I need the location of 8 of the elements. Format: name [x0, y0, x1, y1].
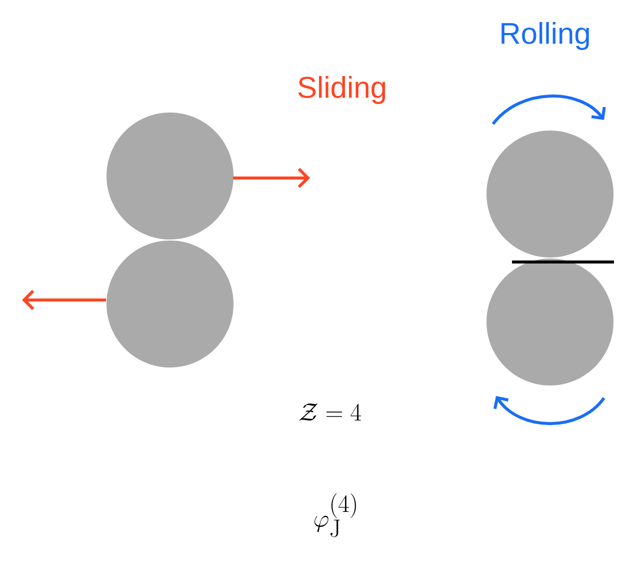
heading-label: Rolling: [502, 22, 589, 50]
sphere: [486, 258, 614, 386]
sphere: [106, 112, 234, 240]
formula: $\mathcal{Z} = 4$: [299, 404, 362, 420]
sphere: [106, 240, 234, 368]
heading-label: Sliding: [298, 76, 386, 104]
formula: $\varphi_{\mathrm{J}}^{(4)}$: [314, 493, 356, 538]
sphere: [486, 130, 614, 258]
